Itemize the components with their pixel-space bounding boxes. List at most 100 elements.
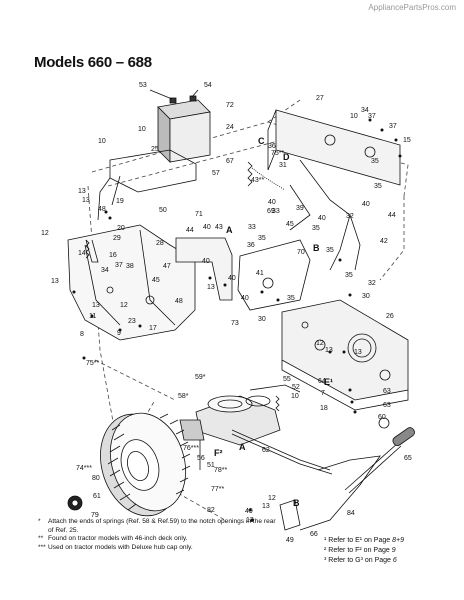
part-number-label: 37 — [115, 262, 123, 269]
battery-tray — [97, 149, 197, 221]
part-number-label: 15 — [403, 137, 411, 144]
view-letter: B — [313, 243, 320, 253]
part-number-label: 62 — [262, 447, 270, 454]
part-number-label: 33 — [272, 208, 280, 215]
handwritten-note: 9 — [391, 547, 396, 554]
part-number-label: 8 — [80, 331, 84, 338]
part-number-label: 19 — [116, 198, 124, 205]
part-number-label: 76*** — [183, 445, 199, 452]
part-number-label: 40 — [268, 199, 276, 206]
footnote: *** Used on tractor models with Deluxe h… — [38, 543, 193, 551]
part-number-label: 80 — [92, 475, 100, 482]
part-number-label: 59* — [195, 374, 206, 381]
page-ref: ³ Refer to G³ on Page 6 — [324, 557, 397, 564]
part-number-label: 40 — [202, 258, 210, 265]
footnote: ** Found on tractor models with 46-inch … — [38, 535, 188, 543]
part-number-label: 35 — [371, 158, 379, 165]
part-number-label: 84 — [347, 510, 355, 517]
page-ref: ¹ Refer to E¹ on Page 8+9 — [324, 537, 404, 544]
footnote-text: Found on tractor models with 46-inch dec… — [48, 535, 188, 543]
part-number-label: 34 — [361, 107, 369, 114]
part-number-label: 75** — [271, 150, 285, 157]
part-number-label: 30 — [258, 316, 266, 323]
part-number-label: 13 — [92, 302, 100, 309]
part-number-label: 57 — [212, 170, 220, 177]
part-number-label: 52 — [292, 384, 300, 391]
part-number-label: 31 — [279, 162, 287, 169]
part-number-label: 78** — [214, 467, 228, 474]
part-number-label: 58* — [178, 393, 189, 400]
part-number-label: 47 — [163, 263, 171, 270]
part-number-label: 44 — [186, 227, 194, 234]
page-ref: ² Refer to F² on Page 9 — [324, 547, 396, 554]
part-number-label: 69 — [267, 208, 275, 215]
part-number-label: 35 — [326, 247, 334, 254]
springs — [85, 161, 280, 412]
part-number-label: 12 — [120, 302, 128, 309]
part-number-label: 13 — [354, 349, 362, 356]
part-number-label: 63 — [383, 402, 391, 409]
part-number-label: 40 — [203, 224, 211, 231]
part-number-label: 20 — [117, 225, 125, 232]
footnote-text: Used on tractor models with Deluxe hub c… — [48, 543, 193, 551]
brake-rod — [231, 429, 381, 531]
part-number-label: 17 — [149, 325, 157, 332]
part-number-label: 10 — [291, 393, 299, 400]
part-number-label: 74*** — [76, 465, 92, 472]
diagram-title: Models 660 – 688 — [34, 54, 152, 71]
part-number-label: 18 — [320, 405, 328, 412]
part-number-label: 77** — [211, 486, 225, 493]
part-number-label: 27 — [316, 95, 324, 102]
part-number-label: 28 — [156, 240, 164, 247]
part-number-label: 40 — [318, 215, 326, 222]
view-letter: A — [226, 225, 233, 235]
part-number-label: 65 — [404, 455, 412, 462]
part-number-label: 43 — [215, 224, 223, 231]
part-number-label: 44 — [388, 212, 396, 219]
part-number-label: 35 — [345, 272, 353, 279]
part-number-label: 36 — [247, 242, 255, 249]
battery — [149, 89, 211, 163]
part-number-label: 40 — [228, 275, 236, 282]
part-number-label: 26 — [386, 313, 394, 320]
part-number-label: 14 — [78, 250, 86, 257]
view-letter: C — [258, 136, 265, 146]
part-number-label: 67 — [226, 158, 234, 165]
part-number-label: 9 — [117, 330, 121, 337]
part-number-label: 39 — [296, 205, 304, 212]
part-number-label: 11 — [89, 313, 96, 320]
watermark: AppliancePartsPros.com — [368, 3, 456, 12]
part-number-label: 42 — [380, 238, 388, 245]
part-number-label: 12 — [316, 340, 324, 347]
part-number-label: 36 — [268, 143, 276, 150]
part-number-label: 66 — [310, 531, 318, 538]
view-letter: B — [293, 498, 300, 508]
part-number-label: 12 — [268, 495, 276, 502]
part-number-label: 13 — [325, 347, 333, 354]
part-number-label: 71 — [195, 211, 203, 218]
part-number-label: 37 — [389, 123, 397, 130]
part-number-label: 40 — [362, 201, 370, 208]
part-number-label: 51 — [207, 462, 215, 469]
part-number-label: 13 — [78, 188, 86, 195]
part-number-label: 49 — [245, 508, 253, 515]
transaxle — [179, 384, 301, 470]
part-number-label: 75** — [86, 360, 100, 367]
part-number-label: 37 — [368, 113, 376, 120]
part-number-label: 23 — [128, 318, 136, 325]
part-number-label: 16 — [109, 252, 117, 259]
part-number-label: 64 — [318, 378, 326, 385]
hardware-bolts — [72, 118, 402, 522]
part-number-label: 56 — [197, 455, 205, 462]
part-number-label: 45 — [286, 221, 294, 228]
part-number-label: 32 — [368, 280, 376, 287]
part-number-label: 35 — [374, 183, 382, 190]
part-number-label: 10 — [98, 138, 106, 145]
handwritten-note: 8+9 — [392, 537, 404, 544]
view-letter: D — [283, 152, 290, 162]
part-number-label: 63 — [383, 388, 391, 395]
part-number-label: 50 — [159, 207, 167, 214]
footnote: * Attach the ends of springs (Ref. 58 & … — [38, 518, 278, 535]
